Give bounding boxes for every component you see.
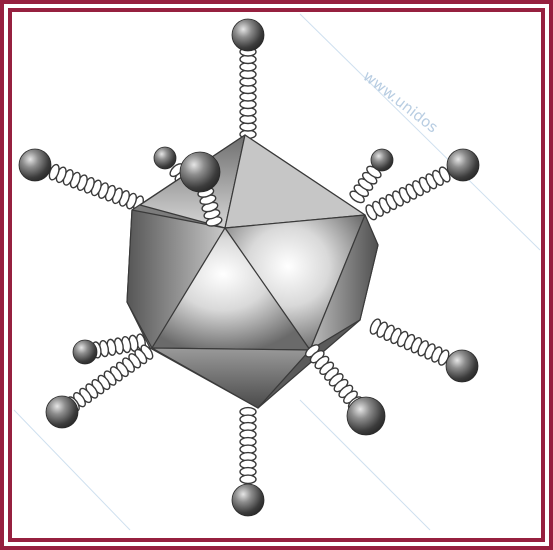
spike-fiber bbox=[368, 318, 478, 382]
watermark-text: www.unidos bbox=[360, 67, 442, 137]
spike-knob bbox=[19, 149, 51, 181]
spike-fiber bbox=[232, 19, 264, 139]
spike-knob bbox=[154, 147, 176, 169]
spike-knob bbox=[347, 397, 385, 435]
spike-fiber bbox=[19, 149, 145, 213]
icosahedral-capsid bbox=[127, 135, 378, 408]
spike-knob bbox=[46, 396, 78, 428]
spike-knob bbox=[446, 350, 478, 382]
spike-knob bbox=[371, 149, 393, 171]
spring-coil bbox=[240, 475, 256, 483]
spike-knob bbox=[232, 484, 264, 516]
spike-knob bbox=[447, 149, 479, 181]
spike-knob bbox=[73, 340, 97, 364]
capsid-face-top bbox=[225, 135, 365, 228]
spike-knob bbox=[232, 19, 264, 51]
spike-fiber bbox=[304, 343, 385, 435]
spike-knob bbox=[180, 152, 220, 192]
spike-fiber bbox=[232, 408, 264, 516]
